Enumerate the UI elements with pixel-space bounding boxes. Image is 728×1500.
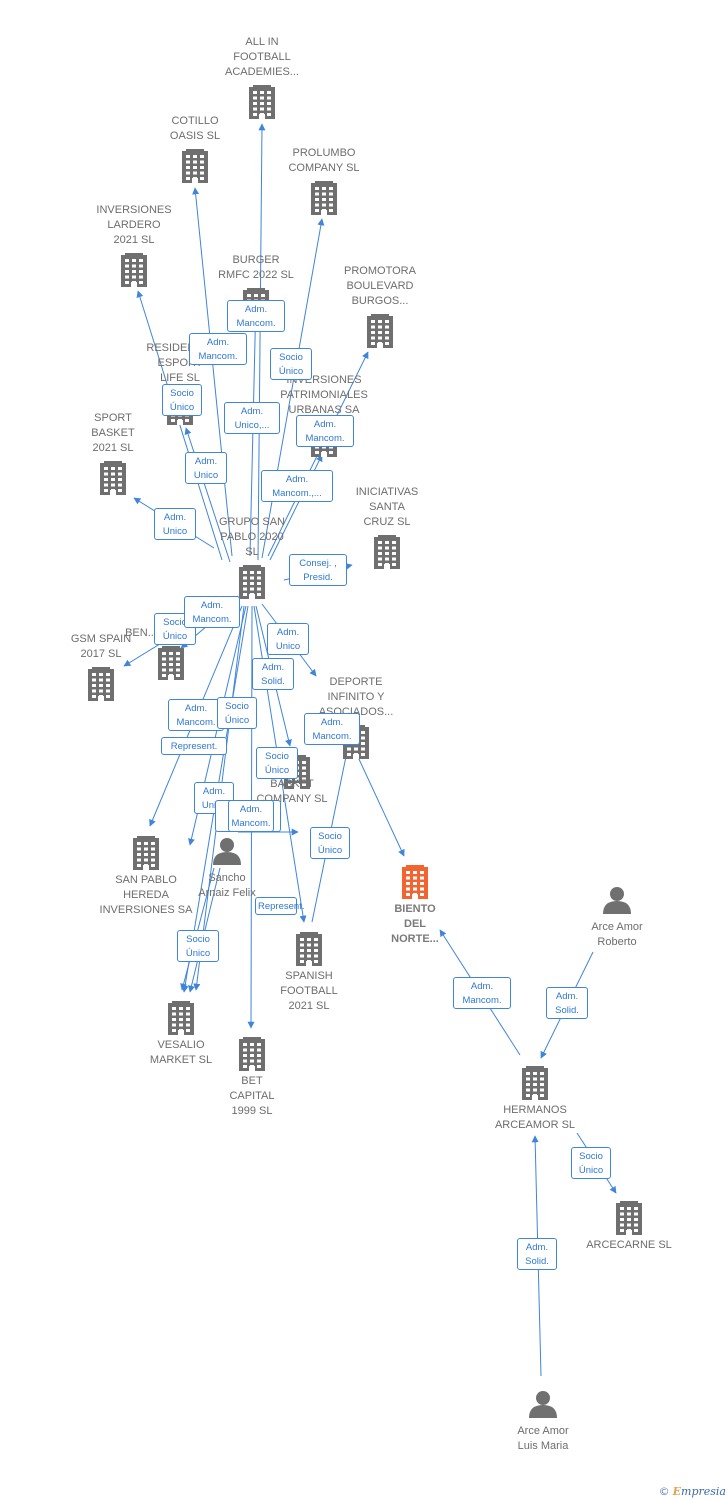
building-icon[interactable] (522, 1066, 548, 1100)
building-icon[interactable] (182, 149, 208, 183)
node-label-bet[interactable]: BET CAPITAL 1999 SL (229, 1075, 275, 1117)
building-icon[interactable] (100, 461, 126, 495)
building-icon[interactable] (158, 646, 184, 680)
building-icon[interactable] (374, 535, 400, 569)
node-label-vesalio[interactable]: VESALIO MARKET SL (149, 1039, 213, 1066)
edge-label[interactable]: Consej. , Presid. (289, 554, 347, 586)
building-icon[interactable] (296, 932, 322, 966)
edge-label[interactable]: Adm. Solid. (517, 1238, 557, 1270)
node-label-sancho[interactable]: Sancho Arnaiz Felix (198, 872, 256, 899)
edge-label[interactable]: Adm. Unico (267, 623, 309, 655)
edge-label[interactable]: Socio Único (154, 613, 196, 645)
edge-label[interactable]: Adm. Mancom. (227, 300, 285, 332)
node-label-ben[interactable]: BEN... (125, 627, 157, 639)
node-label-lardero[interactable]: INVERSIONES LARDERO 2021 SL (96, 204, 172, 246)
building-icon[interactable] (249, 85, 275, 119)
edge-label[interactable]: Adm. Mancom. (189, 333, 247, 365)
edge-grupo-residencia (184, 427, 231, 563)
building-icon[interactable] (133, 836, 159, 870)
edge-label[interactable]: Adm. Mancom. (228, 800, 274, 832)
edge-label[interactable]: Adm. Solid. (252, 658, 294, 690)
building-icon[interactable] (311, 181, 337, 215)
edge-label[interactable]: Adm. Mancom. (304, 713, 360, 745)
node-label-arcecarne[interactable]: ARCECARNE SL (586, 1239, 672, 1251)
edge-label[interactable]: Represent. (255, 897, 304, 915)
edge-label[interactable]: Socio Único (256, 747, 298, 779)
edge-deporte-biento (357, 756, 405, 857)
edge-label[interactable]: Adm. Unico (154, 508, 196, 540)
edge-label[interactable]: Adm. Mancom. (184, 596, 240, 628)
building-icon[interactable] (616, 1201, 642, 1235)
node-label-arceluis[interactable]: Arce Amor Luis Maria (517, 1425, 569, 1452)
empresia-watermark: © Empresia (659, 1485, 726, 1498)
node-label-cotillo[interactable]: COTILLO OASIS SL (169, 115, 221, 142)
person-icon[interactable] (213, 838, 241, 865)
building-icon[interactable] (239, 565, 265, 599)
copyright-symbol: © (658, 1485, 670, 1498)
edge-label[interactable]: Socio Único (310, 827, 350, 859)
node-label-burger[interactable]: BURGER RMFC 2022 SL (218, 254, 294, 281)
node-label-biento[interactable]: BIENTO DEL NORTE... (391, 903, 439, 945)
edge-label[interactable]: Adm. Mancom.,... (261, 470, 333, 502)
building-icon[interactable] (88, 667, 114, 701)
building-icon[interactable] (402, 865, 428, 899)
edge-label[interactable]: Socio Único (571, 1147, 611, 1179)
node-label-allin[interactable]: ALL IN FOOTBALL ACADEMIES... (225, 36, 299, 78)
node-label-arceroberto[interactable]: Arce Amor Roberto (591, 921, 643, 948)
node-label-promotora[interactable]: PROMOTORA BOULEVARD BURGOS... (344, 265, 416, 307)
edge-label[interactable]: Adm. Unico,... (224, 402, 280, 434)
person-icon[interactable] (529, 1391, 557, 1418)
node-label-spanish[interactable]: SPANISH FOOTBALL 2021 SL (280, 970, 338, 1012)
building-icon[interactable] (367, 314, 393, 348)
edge-label[interactable]: Adm. Unico (185, 452, 227, 484)
edge-sancho-sanpablo (180, 867, 215, 991)
node-label-prolumbo[interactable]: PROLUMBO COMPANY SL (288, 147, 360, 174)
edge-label[interactable]: Socio Único (162, 384, 202, 416)
node-label-iniciativas[interactable]: INICIATIVAS SANTA CRUZ SL (355, 486, 419, 528)
building-icon[interactable] (121, 253, 147, 287)
edge-grupo-lardero (136, 290, 223, 561)
node-label-grupo[interactable]: GRUPO SAN PABLO 2020 SL (218, 516, 285, 558)
empresia-logo: Empresia (672, 1485, 726, 1498)
edge-grupo-allin (257, 123, 266, 561)
node-label-sanpablo[interactable]: SAN PABLO HEREDA INVERSIONES SA (99, 874, 193, 916)
edge-label[interactable]: Adm. Unico (194, 782, 234, 814)
edge-label[interactable]: Adm. Mancom. (296, 415, 354, 447)
edge-grupo-cotillo (192, 187, 233, 557)
edge-label[interactable]: Adm. Mancom. (168, 699, 224, 731)
node-label-hermanos[interactable]: HERMANOS ARCEAMOR SL (494, 1104, 576, 1131)
edge-label[interactable]: Adm. Solid. (546, 987, 588, 1019)
edge-label[interactable]: Adm. Mancom. (453, 977, 511, 1009)
edge-label[interactable]: Socio Único (217, 697, 257, 729)
node-label-sport[interactable]: SPORT BASKET 2021 SL (91, 412, 135, 454)
person-icon[interactable] (603, 887, 631, 914)
edge-label[interactable]: Socio Único (270, 348, 312, 380)
node-label-gsm[interactable]: GSM SPAIN 2017 SL (70, 633, 132, 660)
edge-label[interactable]: Represent. (161, 737, 227, 755)
building-icon[interactable] (239, 1037, 265, 1071)
building-icon[interactable] (168, 1001, 194, 1035)
edge-label[interactable]: Socio Único (177, 930, 219, 962)
